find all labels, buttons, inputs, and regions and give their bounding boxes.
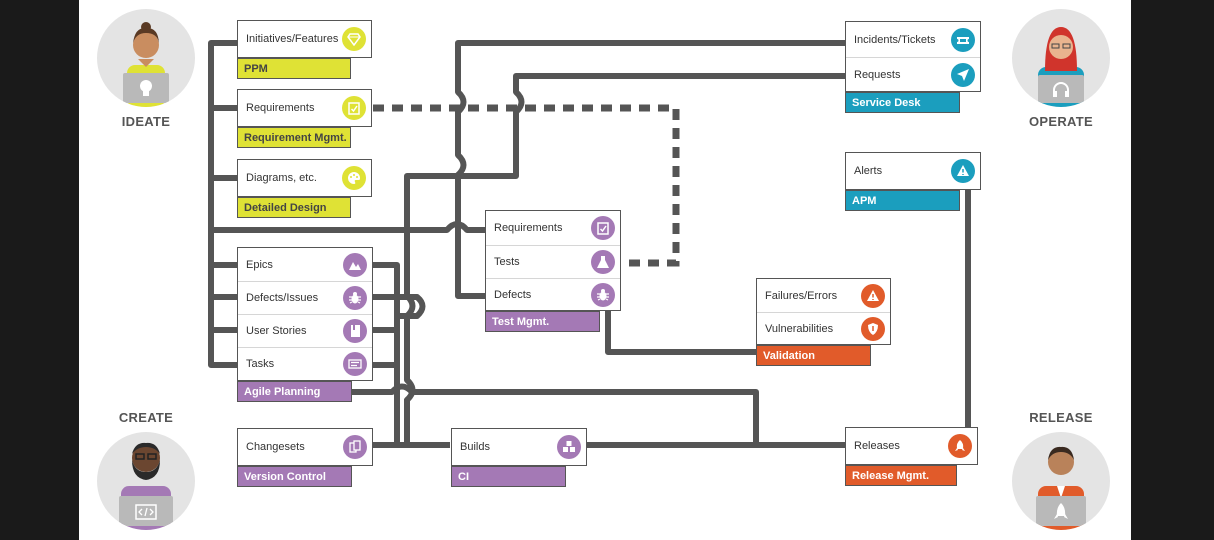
item-label: Vulnerabilities bbox=[765, 323, 834, 335]
headset-icon bbox=[1053, 82, 1069, 97]
list-item[interactable]: Alerts bbox=[846, 153, 980, 189]
item-label: Failures/Errors bbox=[765, 289, 838, 302]
code-icon bbox=[135, 504, 157, 520]
book-icon bbox=[343, 319, 367, 343]
list-item[interactable]: Diagrams, etc. bbox=[238, 160, 371, 196]
create-label: CREATE bbox=[118, 410, 174, 425]
palette-icon bbox=[342, 166, 366, 190]
version-control-tag: Version Control bbox=[237, 466, 352, 487]
clipboard-check-icon bbox=[342, 96, 366, 120]
task-list-icon bbox=[343, 352, 367, 376]
apm-box[interactable]: Alerts bbox=[845, 152, 981, 190]
paper-plane-icon bbox=[951, 63, 975, 87]
list-item[interactable]: Tasks bbox=[238, 347, 372, 380]
item-label: Requirements bbox=[494, 222, 563, 234]
item-label: Builds bbox=[460, 441, 490, 453]
bug-icon bbox=[591, 283, 615, 307]
agile-planning-box[interactable]: Epics Defects/Issues User Stories Tasks bbox=[237, 247, 373, 381]
item-label: Requirements bbox=[246, 102, 315, 114]
list-item[interactable]: Tests bbox=[486, 245, 620, 278]
connector bbox=[373, 294, 426, 319]
connector bbox=[373, 262, 450, 448]
warning-icon bbox=[861, 283, 885, 308]
bug-icon bbox=[343, 286, 367, 310]
shield-icon bbox=[861, 317, 885, 341]
rocket-icon bbox=[1054, 503, 1068, 519]
mountain-icon bbox=[343, 252, 367, 277]
operate-label: OPERATE bbox=[1029, 114, 1093, 129]
agile-planning-tag: Agile Planning bbox=[237, 381, 352, 402]
integration-diagram: IDEATE OPERATE CREATE bbox=[79, 0, 1131, 540]
dotted-connector bbox=[373, 104, 680, 267]
requirement-mgmt-tag: Requirement Mgmt. bbox=[237, 127, 351, 148]
list-item[interactable]: Epics bbox=[238, 248, 372, 281]
ci-tag: CI bbox=[451, 466, 566, 487]
detailed-design-box[interactable]: Diagrams, etc. bbox=[237, 159, 372, 197]
clipboard-check-icon bbox=[591, 216, 615, 240]
release-mgmt-box[interactable]: Releases bbox=[845, 427, 978, 465]
validation-tag: Validation bbox=[756, 345, 871, 366]
release-label: RELEASE bbox=[1029, 410, 1093, 425]
ppm-box[interactable]: Initiatives/Features bbox=[237, 20, 372, 58]
warning-icon bbox=[951, 159, 975, 183]
connector bbox=[352, 383, 759, 445]
list-item[interactable]: Failures/Errors bbox=[757, 279, 890, 312]
list-item[interactable]: Builds bbox=[452, 429, 586, 465]
rocket-icon bbox=[948, 434, 972, 458]
list-item[interactable]: Defects bbox=[486, 278, 620, 311]
apm-tag: APM bbox=[845, 190, 960, 211]
item-label: Changesets bbox=[246, 441, 305, 453]
list-item[interactable]: User Stories bbox=[238, 314, 372, 347]
item-label: Tests bbox=[494, 256, 520, 268]
diamond-icon bbox=[342, 27, 366, 51]
list-item[interactable]: Vulnerabilities bbox=[757, 312, 890, 345]
connector bbox=[211, 221, 487, 233]
detailed-design-tag: Detailed Design bbox=[237, 197, 351, 218]
list-item[interactable]: Incidents/Tickets bbox=[846, 22, 980, 57]
service-desk-box[interactable]: Incidents/Tickets Requests bbox=[845, 21, 981, 92]
lightbulb-icon bbox=[140, 80, 152, 96]
release-mgmt-tag: Release Mgmt. bbox=[845, 465, 957, 486]
requirement-mgmt-box[interactable]: Requirements bbox=[237, 89, 372, 127]
list-item[interactable]: Releases bbox=[846, 428, 977, 464]
item-label: Defects/Issues bbox=[246, 292, 319, 304]
create-persona bbox=[97, 432, 195, 530]
version-control-box[interactable]: Changesets bbox=[237, 428, 373, 466]
item-label: Alerts bbox=[854, 165, 883, 177]
test-mgmt-tag: Test Mgmt. bbox=[485, 311, 600, 332]
item-label: Diagrams, etc. bbox=[246, 172, 317, 184]
list-item[interactable]: Requirements bbox=[238, 90, 371, 126]
item-label: Incidents/Tickets bbox=[854, 33, 936, 46]
ticket-icon bbox=[951, 27, 975, 52]
connector bbox=[455, 40, 847, 299]
connector-lines bbox=[208, 40, 971, 448]
list-item[interactable]: Defects/Issues bbox=[238, 281, 372, 314]
list-item[interactable]: Changesets bbox=[238, 429, 372, 465]
item-label: Epics bbox=[246, 258, 273, 271]
flask-icon bbox=[591, 250, 615, 274]
release-persona bbox=[1012, 432, 1110, 530]
list-item[interactable]: Initiatives/Features bbox=[238, 21, 371, 57]
connector bbox=[605, 310, 759, 355]
ideate-persona bbox=[97, 9, 195, 107]
list-item[interactable]: Requirements bbox=[486, 211, 620, 245]
item-label: Releases bbox=[854, 440, 900, 452]
changeset-icon bbox=[343, 435, 367, 459]
build-blocks-icon bbox=[557, 435, 581, 459]
test-mgmt-box[interactable]: Requirements Tests Defects bbox=[485, 210, 621, 311]
connector bbox=[208, 40, 239, 368]
service-desk-tag: Service Desk bbox=[845, 92, 960, 113]
item-label: Requests bbox=[854, 69, 901, 81]
item-label: User Stories bbox=[246, 325, 307, 337]
operate-persona bbox=[1012, 9, 1110, 107]
item-label: Defects bbox=[494, 289, 532, 301]
ppm-tag: PPM bbox=[237, 58, 351, 79]
ideate-label: IDEATE bbox=[121, 114, 171, 129]
validation-box[interactable]: Failures/Errors Vulnerabilities bbox=[756, 278, 891, 345]
list-item[interactable]: Requests bbox=[846, 57, 980, 92]
connector bbox=[404, 73, 847, 444]
item-label: Tasks bbox=[246, 358, 275, 370]
ci-box[interactable]: Builds bbox=[451, 428, 587, 466]
item-label: Initiatives/Features bbox=[246, 33, 339, 45]
